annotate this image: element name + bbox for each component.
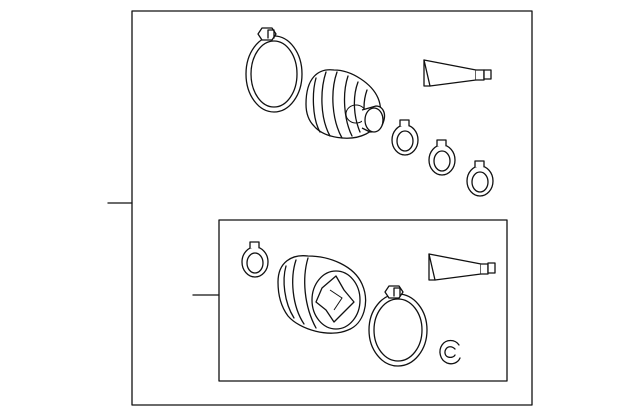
grease-tube-upper: [423, 59, 492, 87]
large-band-clamp-lower: [368, 285, 428, 367]
outer-cv-boot: [305, 69, 386, 139]
small-clamp-upper-3: [466, 160, 494, 197]
grease-tube-lower: [428, 253, 496, 281]
small-clamp-upper-1: [391, 119, 419, 156]
inner-cv-boot: [277, 255, 367, 334]
large-band-clamp-upper: [245, 27, 303, 113]
outer-assembly-frame: [131, 10, 533, 406]
inner-kit-frame: [218, 219, 508, 382]
snap-ring: [439, 339, 461, 365]
small-clamp-lower: [241, 241, 269, 278]
small-clamp-upper-2: [428, 139, 456, 176]
